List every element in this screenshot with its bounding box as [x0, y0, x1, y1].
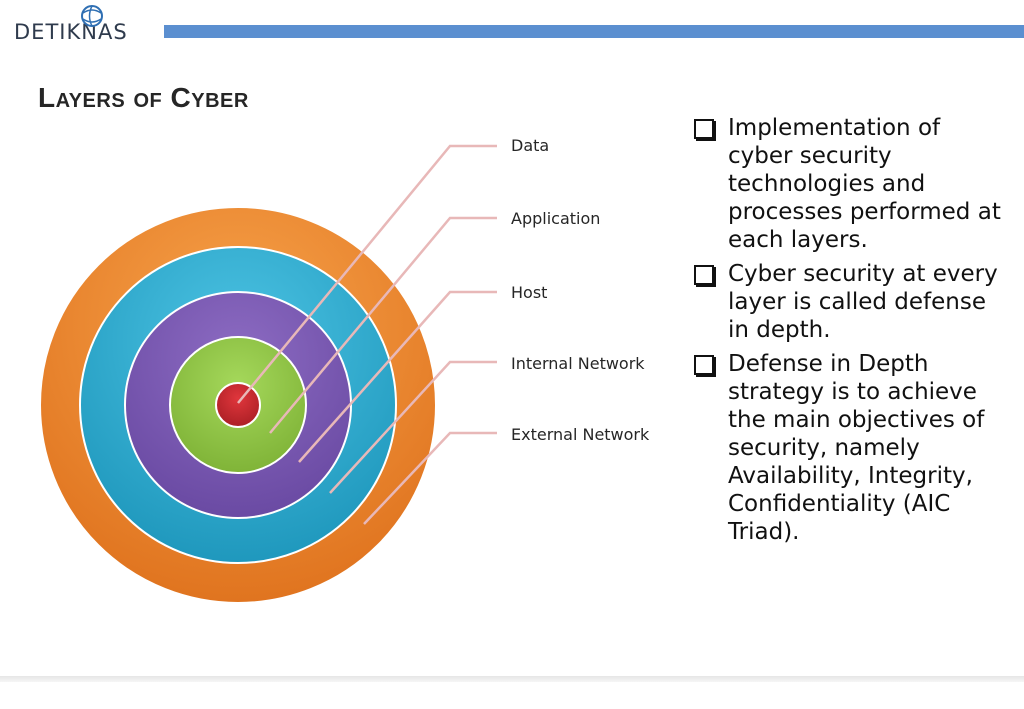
layer-label-external-network: External Network [511, 425, 650, 444]
leader-lines [237, 144, 497, 525]
bullet-text: Defense in Depth strategy is to achieve … [728, 351, 985, 545]
checkbox-bullet-icon [694, 119, 714, 139]
layers-diagram: Data Application Host Internal Network E… [39, 136, 650, 604]
header-accent-bar [164, 25, 1024, 38]
checkbox-bullet-icon [694, 265, 714, 285]
globe-icon [81, 5, 103, 27]
bullet-text: Implementation of cyber security technol… [728, 115, 1001, 253]
layer-label-application: Application [511, 209, 600, 228]
leader-line-host [298, 290, 497, 463]
leader-line-data [237, 144, 497, 404]
bullet-item: Cyber security at every layer is called … [694, 260, 1004, 344]
layer-label-host: Host [511, 283, 547, 302]
bullet-text: Cyber security at every layer is called … [728, 261, 998, 343]
layer-label-data: Data [511, 136, 549, 155]
bullet-item: Implementation of cyber security technol… [694, 114, 1004, 254]
layer-ring-data [215, 382, 261, 428]
layer-label-internal-network: Internal Network [511, 354, 645, 373]
checkbox-bullet-icon [694, 355, 714, 375]
bullet-item: Defense in Depth strategy is to achieve … [694, 350, 1004, 546]
leader-line-internal-network [329, 360, 497, 494]
logo-text: DETIKNAS [14, 20, 128, 44]
slide-title: Layers of Cyber [38, 82, 249, 113]
bullet-list: Implementation of cyber security technol… [694, 114, 1004, 552]
slide-header: DETIKNAS [0, 0, 1024, 50]
leader-line-application [269, 216, 497, 434]
leader-line-external-network [363, 431, 497, 525]
footer-divider [0, 676, 1024, 682]
